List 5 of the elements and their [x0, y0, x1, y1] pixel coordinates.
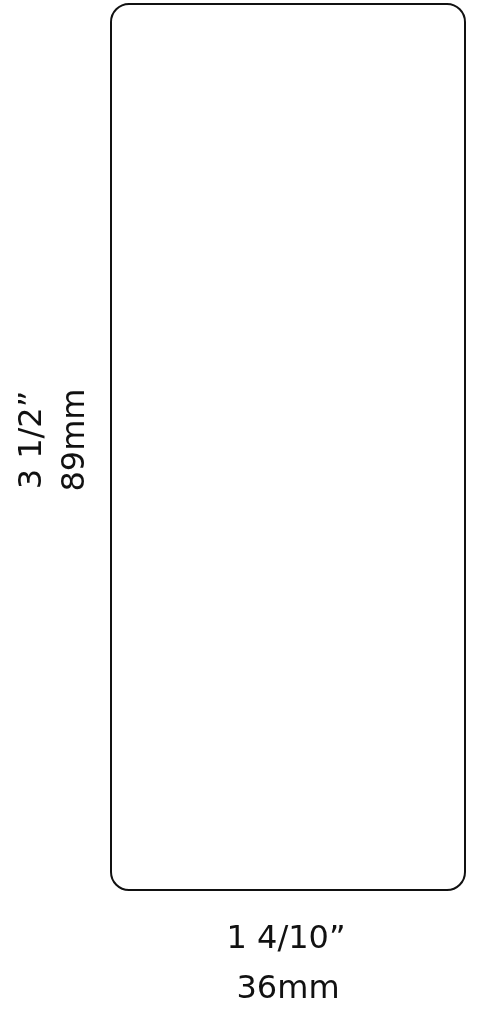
dimension-label: 36mm — [236, 971, 340, 1003]
rounded-rectangle-outline — [110, 3, 466, 891]
dimension-label: 89mm — [56, 388, 89, 492]
dimension-label: 1 4/10” — [226, 921, 346, 953]
dimension-label: 3 1/2” — [13, 390, 46, 490]
